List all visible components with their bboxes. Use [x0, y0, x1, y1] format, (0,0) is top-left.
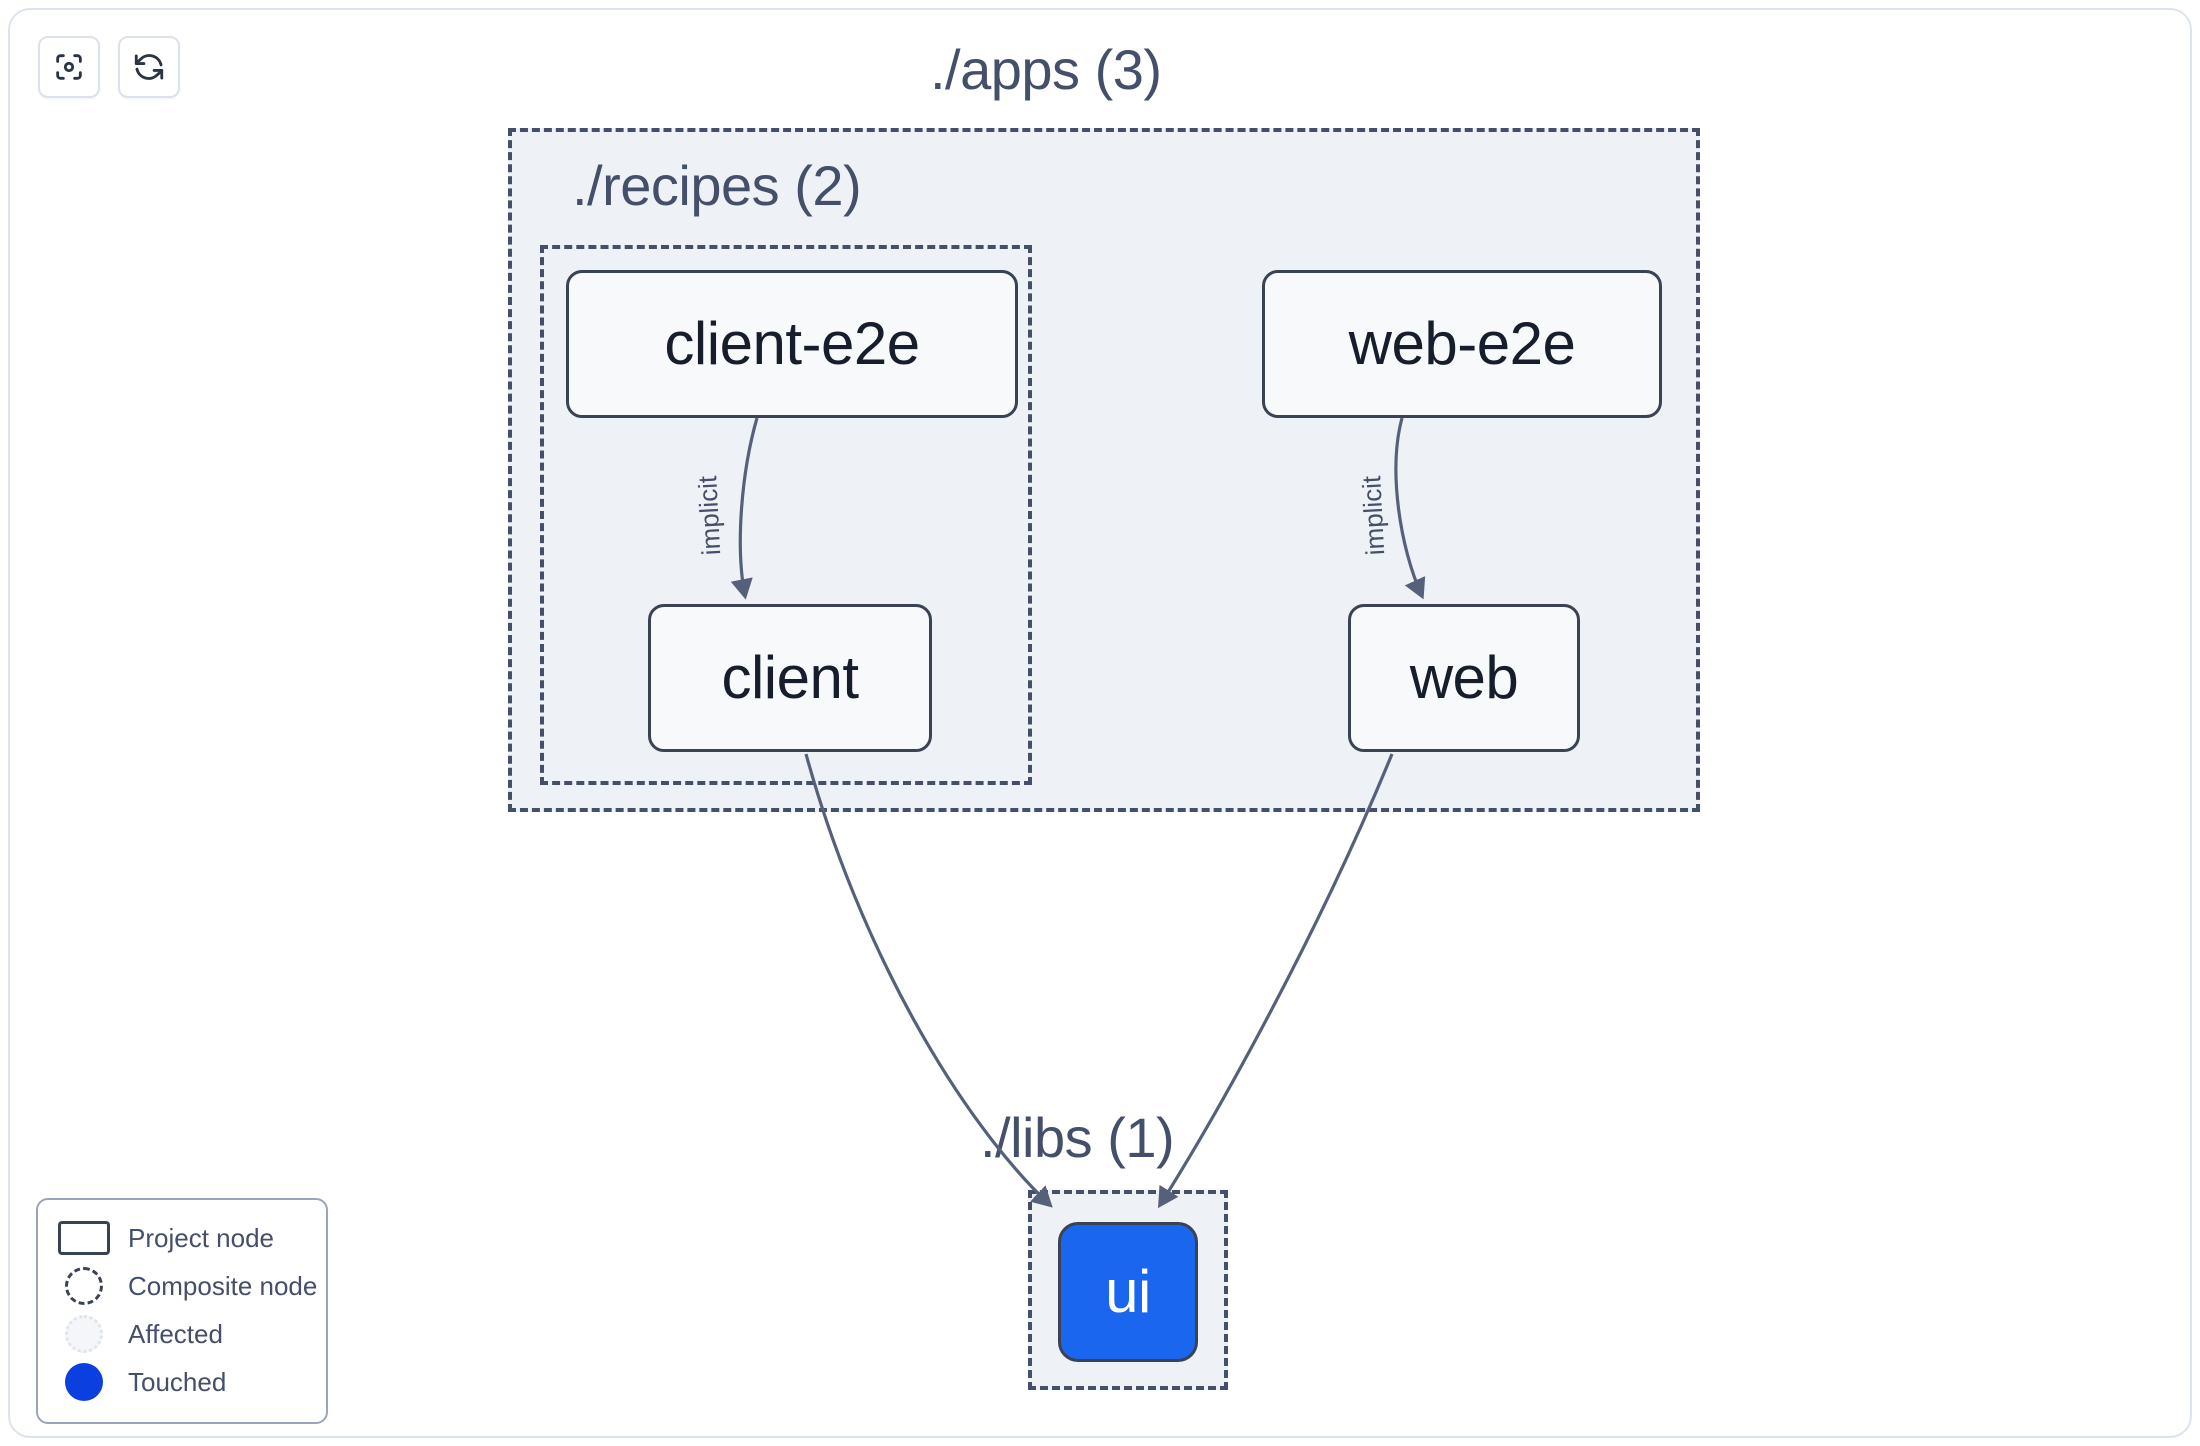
- project-node-label: web: [1409, 644, 1519, 711]
- project-node-ui[interactable]: ui: [1058, 1222, 1198, 1362]
- legend-label: Composite node: [128, 1271, 318, 1301]
- project-node-label: client-e2e: [664, 310, 920, 377]
- graph-toolbar: [38, 36, 180, 98]
- group-label-recipes: ./recipes (2): [572, 154, 862, 217]
- refresh-sync-icon: [132, 50, 166, 84]
- graph-legend: Project node Composite node Affected Tou…: [36, 1198, 328, 1424]
- legend-item-affected: Affected: [56, 1310, 308, 1358]
- project-node-client[interactable]: client: [648, 604, 932, 752]
- edge-label-web-e2e-web: implicit: [1356, 475, 1391, 556]
- group-label-apps: ./apps (3): [930, 38, 1162, 101]
- touched-swatch: [56, 1363, 112, 1401]
- group-label-libs: ./libs (1): [980, 1106, 1175, 1169]
- edge-label-client-e2e-client: implicit: [692, 475, 727, 556]
- focus-graph-button[interactable]: [38, 36, 100, 98]
- legend-item-composite-node: Composite node: [56, 1262, 317, 1310]
- affected-swatch: [56, 1315, 112, 1353]
- refresh-graph-button[interactable]: [118, 36, 180, 98]
- project-node-swatch: [56, 1221, 112, 1255]
- project-node-label: client: [721, 644, 859, 711]
- legend-item-project-node: Project node: [56, 1214, 308, 1262]
- project-node-web[interactable]: web: [1348, 604, 1580, 752]
- project-node-label: ui: [1105, 1258, 1151, 1325]
- project-node-client-e2e[interactable]: client-e2e: [566, 270, 1018, 418]
- project-node-label: web-e2e: [1348, 310, 1576, 377]
- legend-item-touched: Touched: [56, 1358, 308, 1406]
- focus-target-icon: [52, 50, 86, 84]
- legend-label: Project node: [128, 1223, 274, 1253]
- legend-label: Touched: [128, 1367, 227, 1397]
- project-node-web-e2e[interactable]: web-e2e: [1262, 270, 1662, 418]
- composite-node-swatch: [56, 1267, 112, 1305]
- legend-label: Affected: [128, 1319, 223, 1349]
